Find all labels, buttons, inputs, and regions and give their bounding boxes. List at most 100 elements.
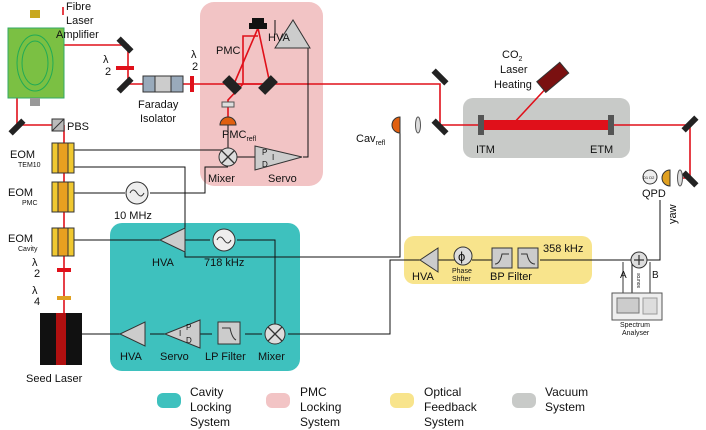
servo-cav-label: Servo [160,351,189,363]
eom3-sub: Cavity [18,246,38,253]
spectrum-label-1: Spectrum [620,322,650,329]
hva-of-amplifier [419,247,439,273]
eom1-label: EOM [10,149,35,161]
osc-718khz-label: 718 kHz [204,257,244,269]
port-a-label: A [620,270,627,281]
isolator-label: Isolator [140,113,176,125]
cav-refl-label: Cavrefl [356,133,386,147]
servo-pmc-label: Servo [268,173,297,185]
half-waveplate-3 [57,268,71,272]
spectrum-label-2: Analyser [622,330,650,337]
legend-pmc-1: PMC [300,385,327,399]
laser-label: Laser [66,15,94,27]
cavity-locking-box [110,223,300,371]
eom2-label: EOM [8,187,33,199]
legend-pmc-2: Locking [300,400,341,414]
hva-pmc-amplifier [274,19,311,49]
legend: Cavity Locking System PMC Locking System… [157,385,588,429]
phase-shifter [453,246,473,266]
faraday-label: Faraday [138,99,179,111]
seed-laser-label: Seed Laser [26,373,83,385]
eom2-sub: PMC [22,200,38,207]
eom3-label: EOM [8,233,33,245]
osc-10mhz-label: 10 MHz [114,210,152,222]
qpd-detector [661,169,671,187]
spectrum-analyser [611,262,663,321]
legend-cavity-1: Cavity [190,385,223,399]
hva-cav-label: HVA [152,257,174,269]
lambda-4-den: 4 [34,296,40,308]
co2-heating-label: Heating [494,79,532,91]
port-source-label: source [636,273,642,288]
legend-vacuum-1: Vacuum [545,385,588,399]
legend-swatch-vacuum [512,393,536,408]
hva-top-label: HVA [268,32,290,44]
lambda-3-den: 2 [34,268,40,280]
freq-358-label: 358 kHz [543,243,583,255]
fibre-amplifier [7,10,65,106]
pid-p-2: P [186,323,191,332]
co2-laser [536,61,570,94]
hva-cav-amplifier-2 [118,321,146,347]
half-waveplate-1 [116,66,134,70]
lambda-3: λ [32,257,38,269]
bp-filter-2-curve [521,253,536,265]
pmc-refl-photodiode [219,116,237,126]
phi-symbol: ϕ [458,249,465,264]
legend-pmc-3: System [300,415,340,429]
osc-718khz-wave [216,236,232,244]
eom-cavity [51,227,75,257]
qpd-face [642,169,658,185]
mixer-pmc-label: Mixer [208,173,235,185]
servo-pmc [254,145,303,171]
amplifier-label: Amplifier [56,29,99,41]
pid-p-1: P [262,148,267,157]
qpd-label: QPD [642,188,666,200]
eom-tem10 [51,142,75,174]
pid-d-1: D [262,160,268,169]
itm-label: ITM [476,144,495,156]
legend-swatch-pmc [266,393,290,408]
pmc-refl-lens [221,101,235,108]
etm-label: ETM [590,144,613,156]
seed-laser [40,313,82,365]
legend-feedback-3: System [424,415,464,429]
pid-i-1: I [272,153,274,162]
qpd-lens [677,169,683,187]
legend-swatch-feedback [390,393,414,408]
legend-feedback-2: Feedback [424,400,478,414]
servo-cav [163,319,201,349]
bp-filter-1 [491,247,513,269]
itm-mirror [478,115,484,135]
electrical-wiring [65,20,661,335]
pid-i-2: I [179,329,181,338]
mixer-cav-label: Mixer [258,351,285,363]
qpd-small-label: D1 D2 [643,175,655,180]
cav-refl-photodiode [391,116,401,134]
faraday-isolator [142,75,184,93]
lp-filter [217,321,241,345]
bp-filter-label: BP Filter [490,271,532,283]
yaw-label: yaw [667,204,679,224]
pmc-label: PMC [216,45,241,57]
hva-of-label: HVA [412,271,434,283]
lp-filter-label: LP Filter [205,351,246,363]
etm-mirror [608,115,614,135]
lp-filter-curve [222,327,237,341]
legend-cavity-2: Locking [190,400,231,414]
phase-label-1: Phase [452,268,472,275]
hva-cav-amplifier-1 [158,227,186,253]
fibre-label: Fibre [66,1,91,13]
legend-cavity-3: System [190,415,230,429]
pmc-refl-label: PMCrefl [222,129,257,143]
mirrors [8,36,699,188]
legend-vacuum-2: System [545,400,585,414]
lambda-1-den: 2 [105,66,111,78]
port-b-label: B [652,270,659,281]
lambda-2: λ [191,49,197,61]
summing-plus [634,255,644,265]
eom1-sub: TEM10 [18,162,41,169]
osc-10mhz-wave [129,189,145,197]
half-waveplate-2 [190,76,194,92]
